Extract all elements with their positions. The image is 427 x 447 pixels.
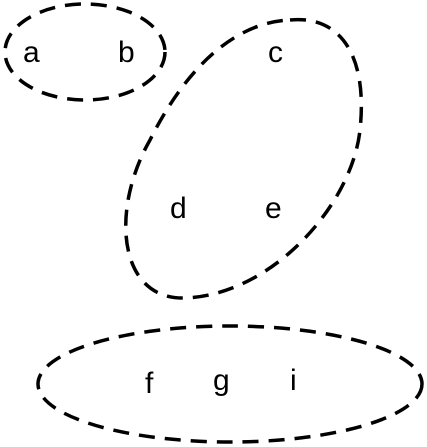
element-label: e: [265, 192, 282, 225]
element-label: b: [118, 36, 135, 69]
set-outline-2: [124, 17, 364, 300]
element-label: f: [145, 367, 154, 400]
set-group-1: a b: [3, 2, 167, 102]
element-label: d: [170, 192, 187, 225]
element-label: g: [213, 364, 230, 397]
set-group-3: f g i: [36, 324, 424, 444]
element-label: i: [290, 364, 297, 397]
element-label: a: [23, 36, 40, 69]
set-group-2: c d e: [124, 17, 364, 300]
element-label: c: [268, 36, 283, 69]
set-outline-3: [36, 324, 424, 444]
set-outline-1: [3, 2, 167, 102]
